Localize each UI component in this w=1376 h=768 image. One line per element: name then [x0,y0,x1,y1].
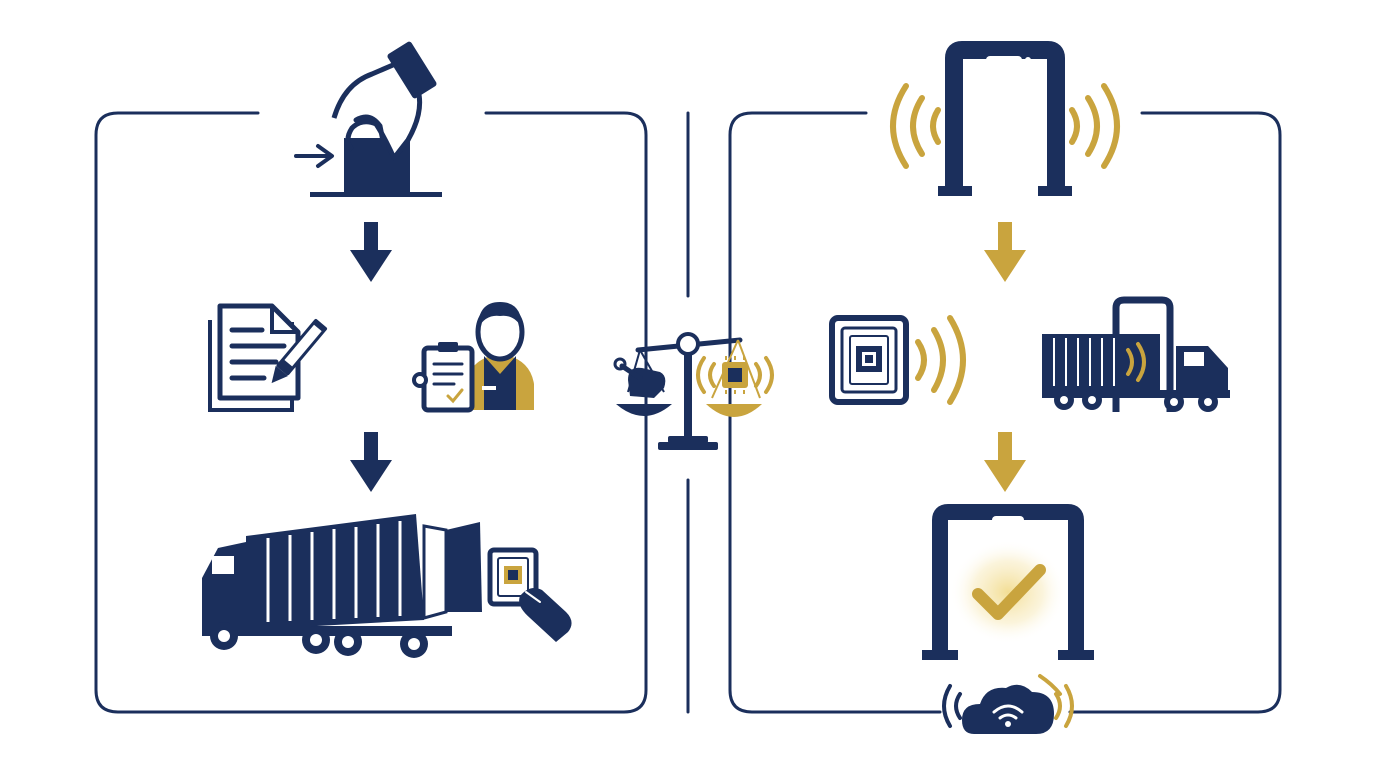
rfid-scanner-gate-icon [890,41,1120,196]
hand-seal-insert-icon [294,41,442,197]
wrench-hand-icon [613,357,666,398]
document-pen-icon [208,303,328,412]
container-truck-open-door-icon [202,514,482,658]
left-panel-frame [94,111,648,714]
rfid-tag-signal-icon [829,315,966,405]
gate-approved-checkmark-icon [922,504,1094,660]
balance-scale-icon [616,332,762,450]
arrow-down-icon [350,222,392,282]
truck-passing-scanner-icon [1042,296,1230,412]
arrow-down-icon [350,432,392,492]
arrow-down-icon [984,432,1026,492]
inspector-clipboard-icon [412,302,534,413]
rfid-chip-signal-icon [696,356,774,394]
cloud-wifi-icon [942,674,1074,734]
hand-holding-rfid-tag-icon [487,547,572,642]
arrow-down-icon [984,222,1026,282]
